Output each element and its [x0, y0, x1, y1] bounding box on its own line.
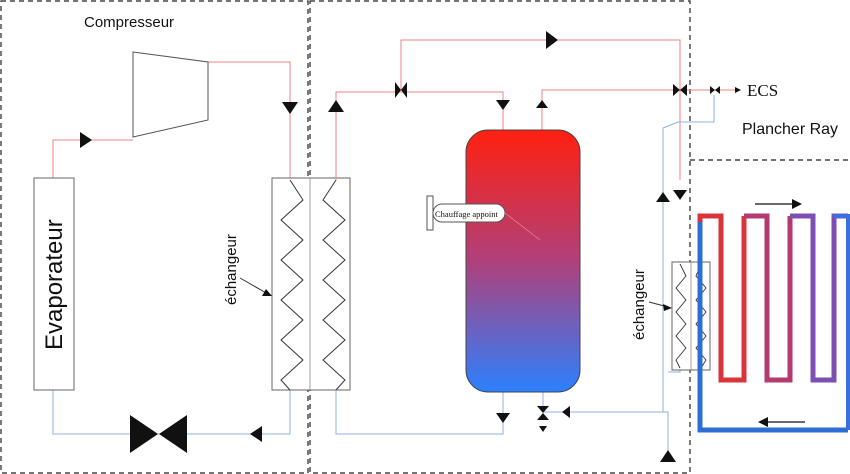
heater-element-line: [504, 212, 541, 241]
flow-arrow-icon: [546, 31, 558, 49]
floor-loop-edge: [834, 214, 850, 430]
pipe-exchanger-to-tank-top: [335, 91, 504, 180]
compressor-shape: [132, 51, 209, 138]
pipe-bypass-top: [400, 39, 681, 180]
left-exchanger-coil-primary: [280, 179, 304, 391]
bottom-valve-icon: [537, 406, 549, 432]
left-exchanger-coil-secondary: [322, 179, 346, 391]
evaporator-label: Evaporateur: [41, 219, 68, 350]
floor-heating-label: Plancher Ray: [742, 121, 838, 138]
flow-arrow-icon: [328, 100, 344, 112]
right-exchanger-coil-primary: [675, 263, 687, 369]
ecs-arrow-icon: [735, 87, 741, 93]
left-exchanger-label: échangeur: [223, 234, 240, 305]
flow-arrow-icon: [562, 406, 570, 418]
left-exchanger-pointer: [239, 277, 269, 295]
water-circuit: [335, 39, 735, 455]
heater-flange: [426, 195, 434, 231]
pipe-cold-supply: [662, 95, 715, 412]
flow-arrow-icon: [80, 132, 92, 148]
floor-loop-warm-segment: [744, 213, 793, 383]
right-exchanger-pointer-head: [663, 304, 672, 311]
storage-tank: [465, 129, 581, 393]
floor-loop-return: [697, 222, 848, 433]
auxiliary-heater-label: Chauffage appoint: [435, 209, 499, 219]
left-exchanger-pointer-head: [262, 289, 272, 296]
pipe-compressor-to-condenser: [208, 61, 291, 180]
flow-arrow-icon: [250, 426, 262, 442]
ecs-label: ECS: [747, 81, 778, 100]
floor-loop-hot-segment: [697, 213, 747, 383]
ecs-valve-icon: [710, 86, 720, 94]
flow-arrow-icon: [673, 190, 687, 200]
right-exchanger-label: échangeur: [631, 269, 648, 340]
pipe-tank-bottom-circuit: [542, 392, 669, 455]
flow-arrow-icon: [496, 413, 510, 423]
pipe-evaporator-to-compressor: [52, 139, 133, 178]
pipe-tank-to-ecs: [541, 89, 735, 130]
flow-arrow-icon: [792, 199, 802, 209]
left-exchanger-box: [271, 177, 351, 391]
floor-heating-loop: [697, 213, 848, 433]
valve-icon: [395, 82, 407, 98]
flow-arrow-icon: [660, 450, 676, 462]
expansion-valve-icon: [130, 415, 187, 453]
flow-arrow-icon: [758, 417, 768, 427]
flow-arrow-icon: [496, 100, 510, 110]
compressor-label: Compresseur: [84, 14, 174, 31]
floor-loop-mid-segment: [790, 213, 848, 383]
flow-arrow-icon: [536, 100, 548, 108]
three-way-valve-icon: [673, 84, 687, 96]
pipe-tank-bottom-return: [335, 390, 504, 435]
flow-arrow-icon: [282, 102, 298, 114]
flow-arrow-icon: [656, 192, 670, 202]
evaporator-box: [33, 177, 75, 391]
